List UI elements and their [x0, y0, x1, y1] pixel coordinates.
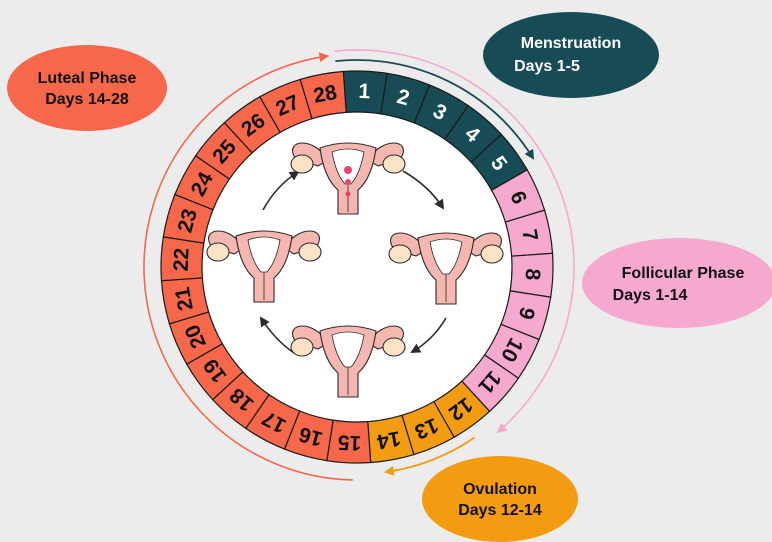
luteal-phase-days: Days 14-28	[45, 91, 129, 108]
day-label-1: 1	[358, 80, 371, 103]
menstruation-bubble: Menstruation Days 1-5	[483, 12, 659, 98]
day-label-21: 21	[171, 285, 198, 312]
menstruation-days: Days 1-5	[514, 58, 580, 75]
follicular-phase-bubble: Follicular Phase Days 1-14	[582, 238, 772, 328]
menstruation-title: Menstruation	[521, 35, 621, 52]
day-label-28: 28	[312, 81, 339, 108]
ovulation-title: Ovulation	[463, 481, 537, 498]
day-label-8: 8	[521, 268, 544, 281]
ovulation-bubble: Ovulation Days 12-14	[422, 456, 578, 542]
luteal-phase-title: Luteal Phase	[38, 70, 137, 87]
follicular-bubble-shape	[582, 238, 772, 328]
menstruation-bubble-shape	[483, 12, 659, 98]
follicular-phase-title: Follicular Phase	[622, 265, 745, 282]
luteal-bubble-shape	[7, 45, 167, 131]
ovulation-days: Days 12-14	[458, 502, 542, 519]
luteal-phase-bubble: Luteal Phase Days 14-28	[7, 45, 167, 131]
day-label-22: 22	[170, 247, 194, 271]
ovulation-bubble-shape	[422, 456, 578, 542]
day-label-15: 15	[337, 430, 362, 454]
day-label-14: 14	[375, 426, 402, 453]
follicular-phase-days: Days 1-14	[613, 287, 688, 304]
